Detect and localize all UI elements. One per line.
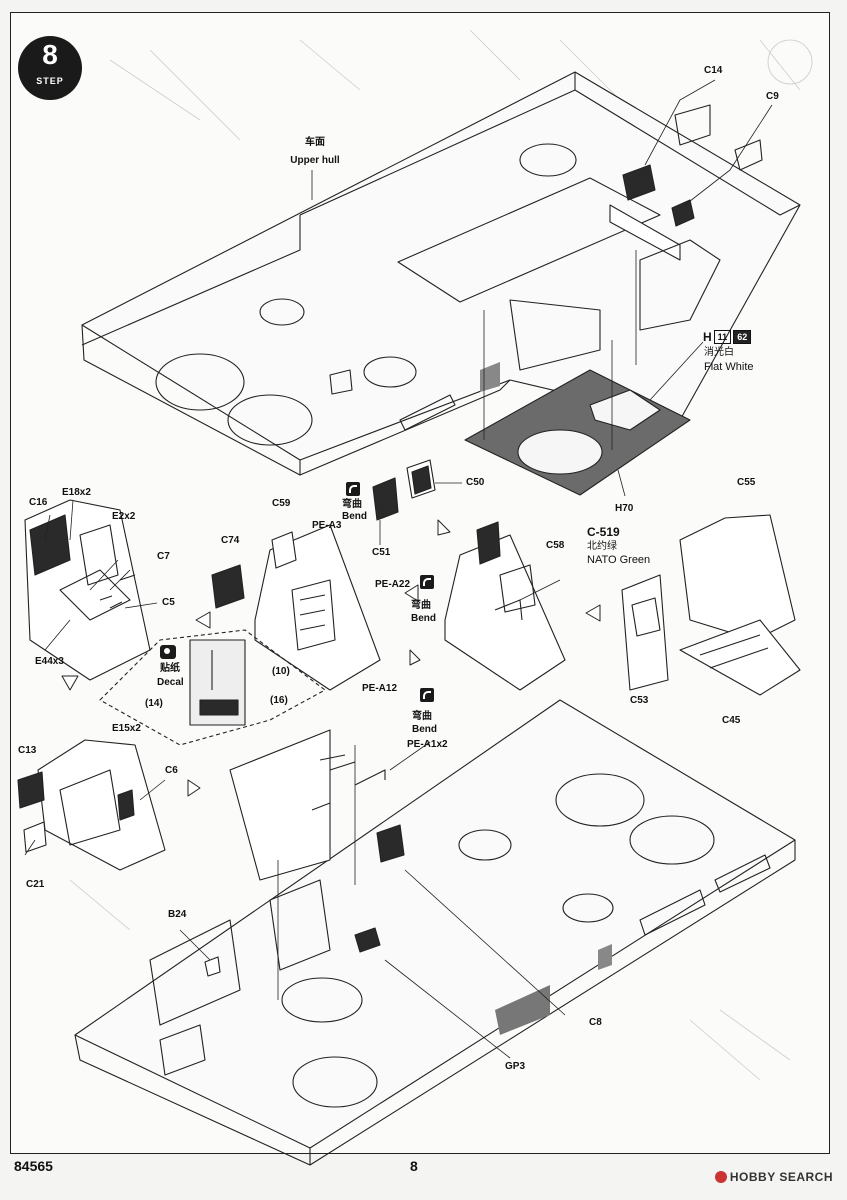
part-label-c55: C55 bbox=[737, 477, 756, 488]
decal-icon bbox=[160, 645, 176, 659]
page-number: 8 bbox=[410, 1158, 418, 1174]
decal-ref-16: (16) bbox=[270, 695, 288, 706]
watermark-text: HOBBY SEARCH bbox=[729, 1170, 833, 1184]
part-label-pe-a22: PE-A22 bbox=[375, 579, 411, 590]
watermark-logo-icon bbox=[714, 1171, 727, 1183]
part-label-h70: H70 bbox=[615, 503, 634, 514]
part-label-pe-a3: PE-A3 bbox=[312, 520, 342, 531]
decal-ref-14: (14) bbox=[145, 698, 163, 709]
flat-white-en: Flat White bbox=[704, 361, 754, 373]
part-label-c74: C74 bbox=[221, 535, 240, 546]
part-label-c59: C59 bbox=[272, 498, 291, 509]
bend-en-2: Bend bbox=[411, 613, 436, 624]
paint-code-c519: C-519 bbox=[587, 525, 620, 539]
bend-cn-1: 弯曲 bbox=[342, 499, 362, 510]
bend-icon bbox=[420, 575, 434, 589]
upper-hull-small-parts bbox=[372, 164, 695, 521]
subassembly-box-4 bbox=[621, 514, 801, 696]
bend-cn-2: 弯曲 bbox=[411, 600, 431, 611]
watermark: HOBBY SEARCH bbox=[714, 1170, 833, 1184]
part-label-c16: C16 bbox=[29, 497, 48, 508]
part-label-c5: C5 bbox=[162, 597, 175, 608]
upper-hull bbox=[81, 71, 801, 476]
part-label-b24: B24 bbox=[168, 909, 187, 920]
part-label-c14: C14 bbox=[704, 65, 723, 76]
upper-hull-label-cn: 车面 bbox=[305, 137, 325, 148]
nato-green-en: NATO Green bbox=[587, 554, 651, 566]
part-label-c58: C58 bbox=[546, 540, 565, 551]
step-badge: 8 STEP bbox=[18, 36, 82, 100]
kit-number: 84565 bbox=[14, 1158, 53, 1174]
step-number: 8 bbox=[42, 39, 58, 70]
subassembly-box-5 bbox=[17, 739, 166, 871]
part-label-c9: C9 bbox=[766, 91, 779, 102]
part-label-c13: C13 bbox=[18, 745, 37, 756]
part-label-e15: E15x2 bbox=[112, 723, 141, 734]
flat-white-cn: 消光白 bbox=[704, 347, 734, 358]
decal-en: Decal bbox=[157, 677, 184, 688]
leader-lines bbox=[311, 79, 773, 545]
paint-code-2: 62 bbox=[733, 330, 752, 344]
part-label-c7: C7 bbox=[157, 551, 170, 562]
bend-en-3: Bend bbox=[412, 724, 437, 735]
part-label-c50: C50 bbox=[466, 477, 485, 488]
part-label-e2: E2x2 bbox=[112, 511, 136, 522]
bend-icon bbox=[420, 688, 434, 702]
nato-green-cn: 北约绿 bbox=[587, 541, 617, 552]
part-label-c51: C51 bbox=[372, 547, 391, 558]
upper-hull-label-en: Upper hull bbox=[290, 155, 340, 166]
part-label-e18: E18x2 bbox=[62, 487, 91, 498]
bend-icon bbox=[346, 482, 360, 496]
part-label-c45: C45 bbox=[722, 715, 741, 726]
lower-hull bbox=[74, 699, 796, 1166]
h70-plate bbox=[464, 369, 691, 496]
part-label-c6: C6 bbox=[165, 765, 178, 776]
subassembly-box-1 bbox=[24, 499, 151, 681]
bend-en-1: Bend bbox=[342, 511, 367, 522]
bend-cn-3: 弯曲 bbox=[412, 711, 432, 722]
part-label-c8: C8 bbox=[589, 1017, 602, 1028]
decal-cn: 贴纸 bbox=[160, 663, 180, 674]
background-ghost-sketch bbox=[69, 29, 813, 1081]
lower-hull-parts bbox=[311, 754, 405, 863]
subassembly-box-2 bbox=[211, 524, 381, 691]
part-label-gp3: GP3 bbox=[505, 1061, 526, 1072]
part-label-pe-a1: PE-A1x2 bbox=[407, 739, 448, 750]
paint-callout-flat-white: H 11 62 bbox=[703, 330, 752, 344]
step-word: STEP bbox=[36, 76, 64, 86]
lower-leader-lines bbox=[24, 499, 566, 1059]
decal-callout bbox=[99, 629, 326, 746]
part-label-c53: C53 bbox=[630, 695, 649, 706]
part-label-pe-a12: PE-A12 bbox=[362, 683, 398, 694]
step-arrows bbox=[61, 519, 601, 797]
decal-ref-10: (10) bbox=[272, 666, 290, 677]
part-label-c21: C21 bbox=[26, 879, 45, 890]
paint-code-1: 11 bbox=[713, 330, 732, 344]
part-label-e44: E44x3 bbox=[35, 656, 64, 667]
paint-letter: H bbox=[703, 330, 712, 344]
